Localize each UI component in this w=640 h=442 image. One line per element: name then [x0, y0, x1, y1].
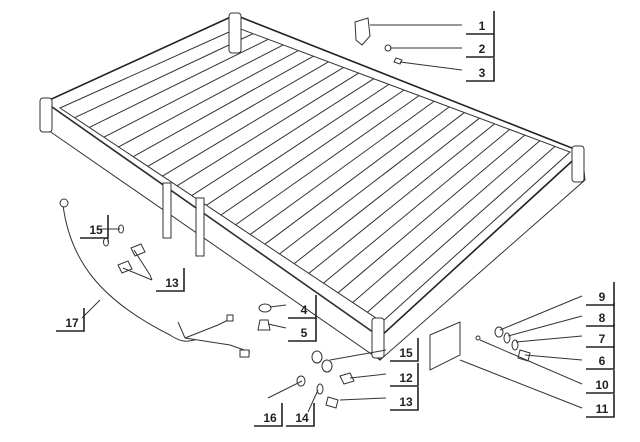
floor-slat [367, 145, 556, 313]
callout-bracket [80, 215, 109, 239]
callout-number: 11 [596, 402, 609, 416]
floor-slat [279, 112, 465, 255]
callout-number: 9 [599, 290, 606, 304]
corner-post [371, 317, 385, 359]
callout-10: 10 [586, 370, 615, 394]
callout-number: 12 [399, 371, 413, 385]
callout-17: 17 [56, 308, 85, 332]
bracket-part-1 [354, 17, 403, 65]
callout-4: 4 [288, 295, 317, 319]
callout-12: 12 [390, 363, 419, 387]
floor-slat [103, 44, 284, 138]
floor-slat [132, 55, 314, 158]
callout-number: 1 [479, 19, 486, 33]
callout-bracket [586, 370, 615, 394]
floor-slat [352, 140, 541, 303]
side-post [162, 182, 172, 239]
small-fasteners [103, 224, 531, 409]
floor-slat [176, 72, 359, 187]
callout-bracket [156, 268, 185, 292]
callout-9: 9 [586, 282, 615, 306]
callout-number: 15 [399, 346, 413, 360]
callout-bracket [390, 387, 419, 411]
callout-bracket [586, 346, 615, 370]
callout-number: 6 [599, 354, 606, 368]
callout-5: 5 [288, 318, 317, 342]
callout-15: 15 [390, 338, 419, 362]
corner-post [228, 12, 242, 54]
floor-slat [293, 117, 480, 265]
floor-slat [308, 123, 495, 274]
floor-slat [118, 50, 299, 148]
callout-bracket [288, 318, 317, 342]
callout-number: 3 [479, 66, 486, 80]
callout-number: 5 [301, 326, 308, 340]
callout-11: 11 [586, 394, 615, 418]
callout-6: 6 [586, 346, 615, 370]
side-post [195, 197, 205, 257]
callout-8: 8 [586, 303, 615, 327]
floor-slat [147, 61, 329, 167]
callout-number: 13 [399, 395, 413, 409]
floor-slat [206, 83, 390, 206]
callout-14: 14 [286, 403, 315, 427]
floor-slat [337, 134, 526, 294]
callout-bracket [466, 34, 495, 58]
callout-bracket [466, 58, 495, 82]
floor-slat [323, 129, 510, 284]
floor-slat [191, 78, 375, 196]
floor-slats [74, 33, 556, 313]
callout-number: 7 [599, 332, 606, 346]
callout-2: 2 [466, 34, 495, 58]
callout-16: 16 [254, 403, 283, 427]
callout-number: 15 [89, 223, 103, 237]
callout-7: 7 [586, 324, 615, 348]
callout-number: 4 [301, 303, 308, 317]
callout-number: 13 [165, 276, 179, 290]
floor-slat [264, 106, 450, 245]
corner-post [571, 145, 585, 183]
callout-3: 3 [466, 58, 495, 82]
callout-number: 2 [479, 42, 486, 56]
callout-number: 17 [65, 316, 79, 330]
callout-number: 8 [599, 311, 606, 325]
callout-bracket [390, 338, 419, 362]
callout-bracket [254, 403, 283, 427]
floor-slat [74, 33, 254, 119]
callout-number: 16 [263, 411, 277, 425]
callout-15: 15 [80, 215, 109, 239]
callout-bracket [56, 308, 85, 332]
callout-bracket [286, 403, 315, 427]
corner-post [39, 97, 53, 133]
callout-13: 13 [390, 387, 419, 411]
cargo-bed [39, 12, 586, 361]
callout-number: 10 [595, 378, 609, 392]
cable-harness-17 [59, 198, 251, 358]
floor-slat [249, 100, 435, 235]
floor-slat [162, 67, 344, 177]
leader-lines [81, 24, 583, 413]
callout-bracket [586, 394, 615, 418]
floor-slat [89, 38, 269, 128]
floor-slat [220, 89, 405, 216]
floor-slat [235, 95, 420, 226]
callout-1: 1 [466, 11, 495, 35]
callout-number: 14 [295, 411, 309, 425]
callout-bracket [390, 363, 419, 387]
callout-13: 13 [156, 268, 185, 292]
